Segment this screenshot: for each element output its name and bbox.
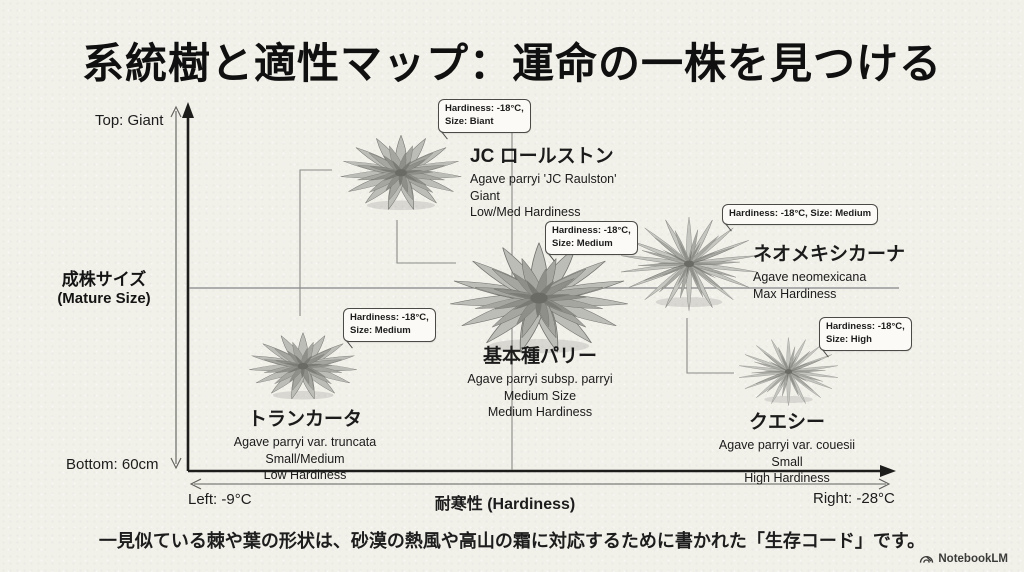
callout-line1: Hardiness: -18°C,	[552, 225, 631, 236]
plant-name: ネオメキシカーナ	[753, 244, 906, 265]
plant-latin: Agave parryi var. truncata	[233, 435, 377, 449]
callout-couesii: Hardiness: -18°C, Size: High	[819, 317, 912, 351]
x-axis-left-label: Left: -9°C	[188, 491, 252, 508]
callout-line1: Hardiness: -18°C,	[445, 103, 524, 114]
y-axis-top-label: Top: Giant	[95, 112, 164, 129]
callout-parryi: Hardiness: -18°C, Size: Medium	[545, 221, 638, 255]
x-axis-right-label: Right: -28°C	[813, 490, 895, 507]
y-axis-title: 成株サイズ (Mature Size)	[34, 265, 174, 307]
plant-hardiness: Low/Med Hardiness	[470, 205, 581, 219]
connector-jc-truncata	[299, 169, 332, 316]
x-axis-title: 耐寒性 (Hardiness)	[434, 496, 576, 513]
plant-label-truncata: トランカータ Agave parryi var. truncata Small/…	[220, 404, 390, 484]
plant-size: Medium Size	[503, 388, 577, 403]
plant-name: トランカータ	[247, 409, 362, 430]
y-guide-up-arrow-icon	[170, 105, 182, 118]
plant-latin: Agave parryi subsp. parryi	[467, 372, 613, 386]
plant-size: Small/Medium	[265, 451, 345, 466]
plant-hardiness: Medium Hardiness	[487, 405, 593, 419]
brand-badge: NotebookLM	[919, 552, 1008, 565]
plant-hardiness: Max Hardiness	[753, 286, 837, 301]
plant-hardiness: High Hardiness	[744, 471, 830, 485]
x-guide-left-arrow-icon	[189, 478, 202, 490]
callout-line1: Hardiness: -18°C,	[826, 321, 905, 332]
y-guide-down-arrow-icon	[170, 457, 182, 470]
callout-line2: Size: Medium	[350, 324, 411, 336]
callout-truncata: Hardiness: -18°C, Size: Medium	[343, 308, 436, 342]
connector-jc-parryi	[396, 220, 456, 264]
callout-line2: Size: Biant	[445, 115, 494, 127]
brand-name: NotebookLM	[938, 552, 1008, 565]
plant-label-neomexicana: ネオメキシカーナ Agave neomexicana Max Hardiness	[753, 239, 905, 302]
callout-line1: Hardiness: -18°C, Size: Medium	[729, 208, 872, 219]
callout-line2: Size: High	[826, 333, 872, 345]
callout-line1: Hardiness: -18°C,	[350, 312, 429, 323]
plant-size: Giant	[470, 188, 500, 203]
notebooklm-logo-icon	[920, 555, 934, 563]
callout-jc-raulston: Hardiness: -18°C, Size: Biant	[438, 99, 531, 133]
y-axis-title-en: (Mature Size)	[57, 290, 151, 307]
plant-latin: Agave parryi var. couesii	[718, 438, 856, 452]
callout-line2: Size: Medium	[552, 237, 613, 249]
x-guide-right-arrow-icon	[878, 478, 891, 490]
y-axis-arrow-icon	[182, 102, 194, 118]
x-axis-arrow-icon	[880, 465, 896, 477]
y-axis-bottom-label: Bottom: 60cm	[66, 456, 159, 473]
plant-name: JC ロールストン	[470, 146, 614, 167]
page-title: 系統樹と適性マップ：運命の一株を見つける	[81, 42, 942, 88]
plant-label-couesii: クエシー Agave parryi var. couesii Small Hig…	[702, 407, 872, 487]
plant-label-jc-raulston: JC ロールストン Agave parryi 'JC Raulston' Gia…	[470, 141, 617, 221]
plant-name: 基本種パリー	[482, 346, 597, 367]
connector-neo-couesii	[686, 318, 734, 374]
plant-name: クエシー	[748, 412, 825, 433]
plant-label-parryi: 基本種パリー Agave parryi subsp. parryi Medium…	[430, 341, 650, 421]
plant-latin: Agave parryi 'JC Raulston'	[470, 172, 617, 186]
plant-hardiness: Low Hardiness	[263, 468, 347, 482]
plant-latin: Agave neomexicana	[753, 270, 867, 284]
bottom-caption: 一見似ている棘や葉の形状は、砂漠の熱風や高山の霜に対応するために書かれた「生存コ…	[98, 531, 926, 551]
callout-neomexicana: Hardiness: -18°C, Size: Medium	[722, 204, 879, 225]
y-axis-title-ja: 成株サイズ	[61, 270, 147, 289]
plant-size: Small	[771, 454, 803, 469]
